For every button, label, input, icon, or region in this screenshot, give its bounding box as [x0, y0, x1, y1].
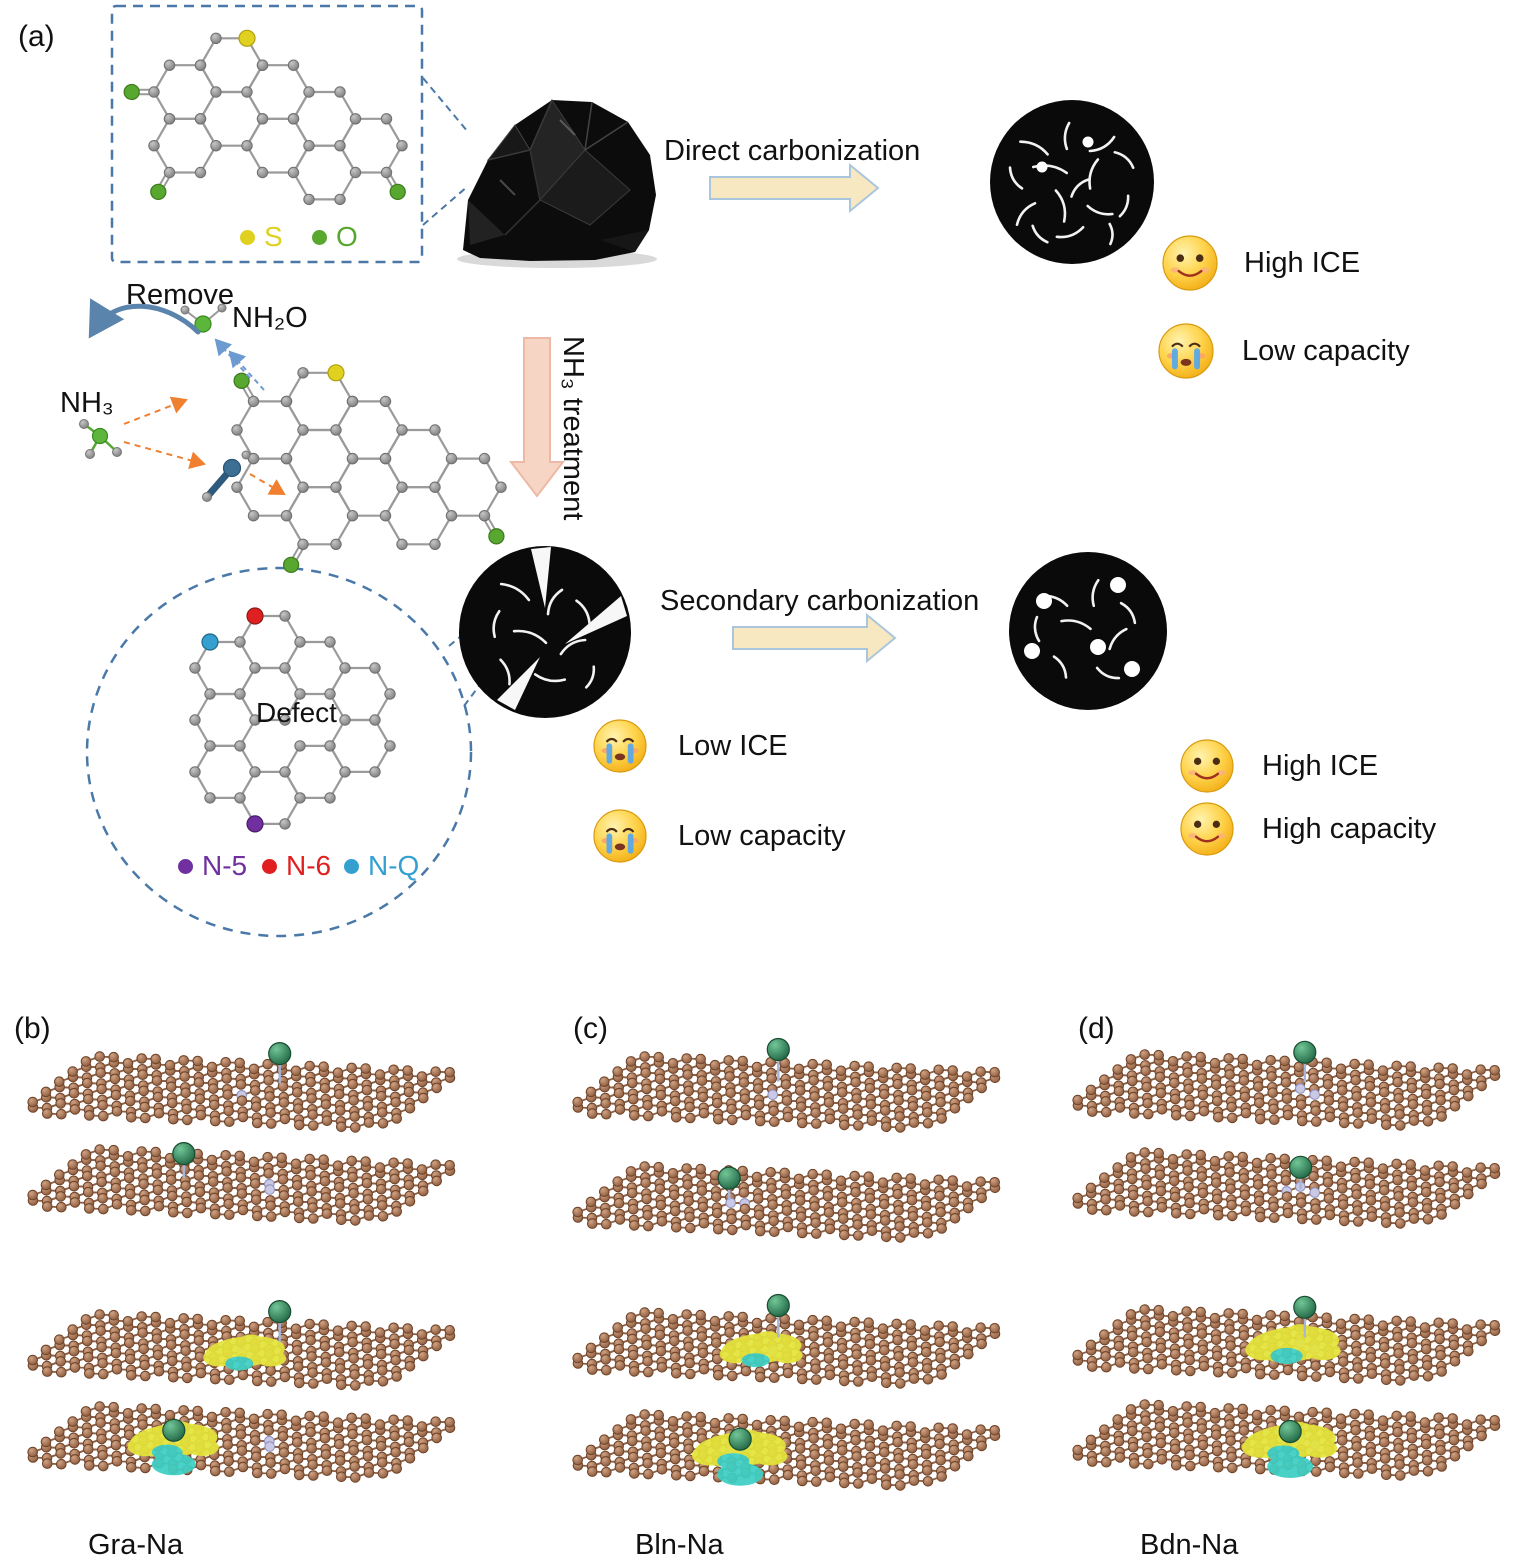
- caption-bdn-na: Bdn-Na: [1140, 1529, 1239, 1561]
- outcome-label-5: High ICE: [1262, 750, 1379, 782]
- graphene-sheet: [572, 1051, 1001, 1133]
- panel-d-label: (d): [1078, 1012, 1115, 1045]
- nh3-treated-molecule: [231, 364, 507, 574]
- graphene-sheet: [1072, 1049, 1501, 1131]
- sodium-atom: [766, 1037, 790, 1062]
- charge-density-blob: [1245, 1324, 1341, 1364]
- charge-density-blob: [203, 1334, 287, 1371]
- outcome-label-2: Low capacity: [1242, 335, 1410, 367]
- remove-label: Remove: [126, 279, 234, 311]
- graphene-sheet: [27, 1144, 456, 1226]
- defective-carbon-molecule: [189, 607, 396, 833]
- sodium-atom: [162, 1418, 186, 1442]
- sodium-atom: [172, 1141, 196, 1166]
- nh3-treatment-label: NH₃ treatment: [556, 336, 589, 521]
- caption-gra-na: Gra-Na: [88, 1529, 184, 1561]
- panel-b-label: (b): [14, 1012, 51, 1045]
- sodium-atom: [1293, 1040, 1317, 1064]
- emoji-smile: [1162, 235, 1218, 291]
- sodium-atom: [717, 1166, 741, 1190]
- graphene-sheet: [572, 1161, 1001, 1243]
- coal-molecule: [123, 29, 408, 206]
- sodium-atom: [1293, 1295, 1317, 1319]
- cracked-carbon-product: [459, 546, 631, 718]
- sodium-atom: [1288, 1155, 1313, 1179]
- coal-image: [457, 98, 657, 268]
- emoji-smile: [1180, 739, 1234, 793]
- sodium-atom: [1278, 1419, 1302, 1444]
- emoji-smile: [1180, 802, 1234, 856]
- legend-oxygen: O: [312, 221, 358, 253]
- caption-bln-na: Bln-Na: [635, 1529, 724, 1561]
- outcome-label-6: High capacity: [1262, 813, 1437, 845]
- sodium-atom: [268, 1299, 292, 1324]
- graphene-sheet: [572, 1409, 1001, 1491]
- oxygen-label: O: [336, 221, 358, 252]
- nitrogen-attacker: [202, 450, 251, 502]
- legend-n5: N-5: [178, 850, 247, 882]
- n5-label: N-5: [202, 850, 248, 881]
- sodium-atom: [268, 1041, 292, 1066]
- emoji-cry: [593, 719, 647, 773]
- outcome-label-3: Low ICE: [678, 730, 788, 762]
- graphene-sheet: [27, 1401, 456, 1483]
- graphene-sheet: [27, 1051, 456, 1133]
- legend-sulfur: S: [240, 221, 283, 253]
- panel-d-structures: [1072, 1040, 1501, 1481]
- nh3-treatment-arrow: [508, 337, 566, 498]
- legend-nq: N-Q: [344, 850, 419, 882]
- sulfur-dot: [240, 229, 255, 245]
- remove-arrow: [88, 298, 201, 339]
- reaction-arrows: [123, 338, 286, 496]
- legend-n6: N-6: [262, 850, 331, 882]
- emoji-cry: [1158, 323, 1214, 379]
- graphene-sheet: [1072, 1399, 1501, 1481]
- graphene-sheet: [1072, 1147, 1501, 1229]
- secondary-carbonization-arrow: [732, 612, 897, 664]
- oxygen-dot: [312, 229, 327, 245]
- sodium-atom: [766, 1293, 790, 1318]
- nh2o-label: NH₂O: [232, 302, 308, 334]
- direct-carbonization-label: Direct carbonization: [664, 135, 921, 167]
- direct-carbonization-arrow: [709, 162, 880, 214]
- direct-carbonized-product: [990, 100, 1154, 264]
- emoji-cry: [593, 809, 647, 863]
- nq-dot: [344, 858, 359, 874]
- panel-c-label: (c): [573, 1012, 608, 1045]
- n6-dot: [262, 858, 277, 874]
- outcome-label-1: High ICE: [1244, 247, 1361, 279]
- charge-density-blob: [719, 1331, 803, 1368]
- panel-c-structures: [572, 1037, 1001, 1491]
- n6-label: N-6: [286, 850, 332, 881]
- nh2o-group: [180, 303, 227, 333]
- defect-label: Defect: [256, 697, 337, 728]
- panel-b-structures: [27, 1041, 456, 1483]
- defect-callout-ellipse: [85, 566, 473, 938]
- n5-dot: [178, 858, 193, 874]
- nh3-label: NH₃: [60, 387, 114, 419]
- sodium-atom: [728, 1427, 752, 1451]
- secondary-carbonized-product: [1009, 552, 1167, 710]
- outcome-label-4: Low capacity: [678, 820, 846, 852]
- secondary-carbonization-label: Secondary carbonization: [660, 585, 980, 617]
- nq-label: N-Q: [368, 850, 420, 881]
- panel-a-label: (a): [18, 20, 55, 53]
- molecule-callout-box: [110, 4, 424, 264]
- sulfur-label: S: [264, 221, 283, 252]
- nh3-molecule: [79, 419, 122, 459]
